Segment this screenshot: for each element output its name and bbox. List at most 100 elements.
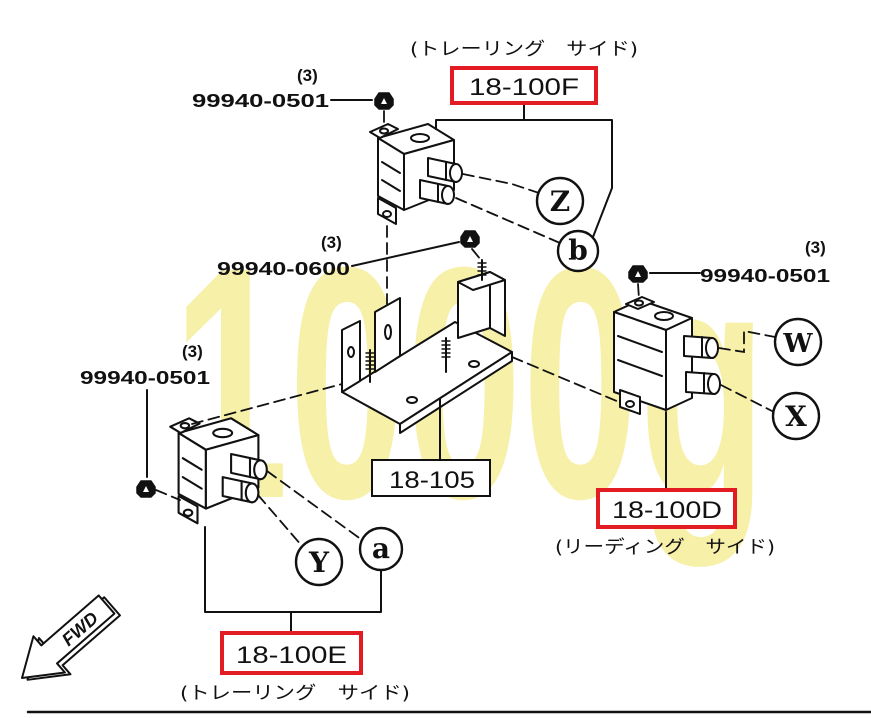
connector-mark-z: Z	[535, 176, 585, 226]
tower-cap	[449, 163, 463, 183]
forward-arrow-icon: FWD	[21, 594, 121, 681]
assembly-line-a	[266, 470, 363, 541]
arrow-face	[21, 594, 116, 679]
part-number: 18-100F	[469, 74, 579, 101]
assembly-lines	[155, 110, 776, 547]
coil-side-face	[665, 317, 693, 411]
coil-tower-upper	[427, 157, 463, 183]
flange-nut-bracket	[460, 230, 480, 248]
bracket-front-lip	[399, 351, 513, 434]
connector-mark-x: X	[771, 391, 821, 441]
tower-cap	[253, 459, 268, 481]
assembly-line-y	[257, 494, 303, 547]
assembly-line-b	[455, 197, 561, 244]
mount-hole	[382, 210, 392, 218]
connector-mark-w: W	[773, 317, 823, 367]
stud-threads	[441, 340, 451, 358]
qty-nut-bracket: (3)	[321, 233, 342, 252]
connector-mark-a: a	[358, 526, 404, 572]
coil-rib	[617, 335, 663, 377]
part-no-nut-top: 99940-0501	[192, 91, 329, 111]
tower-cap	[441, 185, 455, 205]
mount-hole	[179, 421, 191, 430]
qty-nut-top: (3)	[297, 66, 318, 85]
leader-18-100f	[435, 102, 613, 238]
tower-cap	[707, 373, 721, 395]
highlight-box	[450, 66, 598, 105]
flange-nut-top	[374, 92, 394, 110]
tower-cap	[244, 482, 260, 504]
coil-tower-upper	[683, 335, 719, 359]
leader-18-100e	[204, 526, 382, 634]
side-label: (リーディング サイド)	[555, 537, 775, 558]
tower-cap	[705, 337, 719, 359]
nut-highlight	[635, 271, 641, 277]
mark-circle	[771, 391, 821, 441]
assembly-line-bracket-nut	[471, 248, 482, 261]
mark-letter: a	[372, 532, 390, 565]
part-number: 18-100E	[236, 642, 347, 669]
leader-lines	[146, 99, 701, 634]
coil-terminal-cap	[212, 427, 234, 439]
ignition-coil-trailing-upper	[369, 123, 463, 225]
side-label: (トレーリング サイド)	[410, 39, 638, 60]
assembly-line-left-nut	[155, 489, 181, 501]
bracket-hole	[347, 346, 355, 358]
stud-threads	[365, 352, 375, 370]
flange-nut-left	[136, 480, 156, 498]
coil-tower-upper	[230, 452, 268, 481]
nut-highlight	[381, 98, 387, 104]
assembly-line-x	[720, 384, 775, 413]
mark-letter: W	[782, 329, 813, 359]
mark-letter: Y	[308, 546, 330, 579]
part-no-nut-right: 99940-0501	[700, 266, 830, 286]
flange-nut-right	[628, 265, 648, 283]
ignition-coil-trailing-lower	[169, 417, 268, 525]
coil-rib	[381, 161, 401, 192]
part-number: 18-105	[389, 467, 475, 494]
bracket-stud-top	[477, 259, 487, 281]
assembly-line-z	[462, 173, 540, 194]
mount-hole	[379, 127, 389, 135]
coil-bracket	[341, 259, 513, 434]
mark-circle	[535, 176, 585, 226]
coil-tower-lower	[685, 371, 721, 395]
stud-threads	[477, 262, 487, 276]
mark-circle	[358, 526, 404, 572]
mark-letter: b	[568, 234, 588, 267]
part-no-nut-bracket: 99940-0600	[217, 259, 350, 279]
connector-mark-y: Y	[294, 537, 344, 587]
callout-18-100f: (トレーリング サイド) 18-100F	[410, 39, 638, 105]
part-no-nut-left: 99940-0501	[80, 368, 210, 388]
mark-letter: Z	[550, 185, 570, 218]
mount-hole	[625, 400, 635, 408]
mark-letter: X	[785, 400, 807, 433]
side-label: (トレーリング サイド)	[180, 683, 410, 704]
highlight-box	[596, 488, 737, 529]
callout-18-100d: 18-100D (リーディング サイド)	[555, 488, 775, 558]
mount-hole	[182, 508, 194, 517]
bracket-stud-left	[365, 349, 375, 383]
connector-mark-b: b	[556, 229, 600, 273]
label-box	[371, 459, 491, 497]
bracket-slot	[384, 324, 392, 340]
leader-nut-bracket	[351, 241, 460, 267]
coil-rib	[181, 457, 203, 490]
callout-18-100e: 18-100E (トレーリング サイド)	[180, 631, 410, 704]
coil-terminal-cap	[410, 133, 430, 143]
bracket-hole	[468, 360, 480, 368]
assembly-line-right-coil-bracket	[511, 356, 620, 403]
ignition-coil-leading	[613, 296, 721, 415]
assembly-line-w	[718, 329, 776, 354]
qty-nut-left: (3)	[182, 342, 203, 361]
coil-tower-lower	[221, 476, 260, 504]
bracket-stud-middle	[441, 337, 451, 373]
part-number: 18-100D	[612, 497, 722, 524]
callout-18-105: 18-105	[371, 459, 491, 497]
coil-terminal-cap	[654, 311, 674, 321]
assembly-line-left-coil-bracket	[191, 383, 343, 425]
mark-circle	[773, 317, 823, 367]
nut-highlight	[143, 486, 149, 492]
qty-nut-right: (3)	[805, 238, 826, 257]
